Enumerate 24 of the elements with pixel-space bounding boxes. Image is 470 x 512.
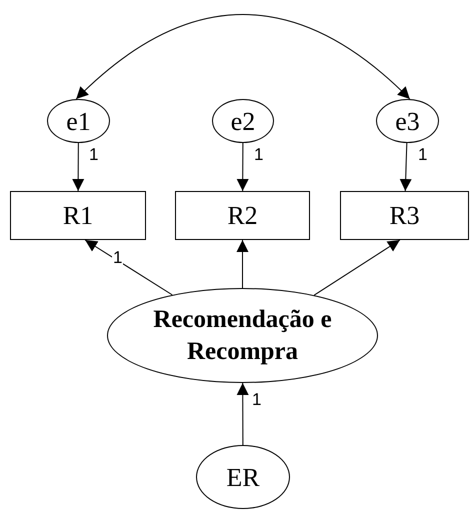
arrow xyxy=(236,240,248,288)
node-label: R2 xyxy=(227,200,258,232)
observed-variable-box xyxy=(340,191,469,240)
arrow xyxy=(84,240,173,296)
node-label: e1 xyxy=(66,106,91,138)
arrow xyxy=(400,142,412,192)
arrow xyxy=(236,142,249,192)
node-label: ER xyxy=(226,462,260,494)
curved-arrow xyxy=(76,14,410,100)
edge-label: 1 xyxy=(253,146,264,163)
edge-label: 1 xyxy=(251,391,262,408)
observed-variable-box xyxy=(175,191,310,240)
arrow xyxy=(72,142,84,192)
edge-label: 1 xyxy=(88,146,100,163)
arrow xyxy=(236,382,249,446)
edge-label: 1 xyxy=(112,249,124,266)
node-label: R1 xyxy=(62,200,94,232)
node-label: e3 xyxy=(395,106,420,138)
arrow xyxy=(314,240,400,296)
node-label: e2 xyxy=(230,106,256,138)
edge-label: 1 xyxy=(417,146,428,163)
observed-variable-box xyxy=(10,191,146,240)
node-label: Recomendação e Recompra xyxy=(152,304,333,366)
node-label: R3 xyxy=(389,200,420,232)
